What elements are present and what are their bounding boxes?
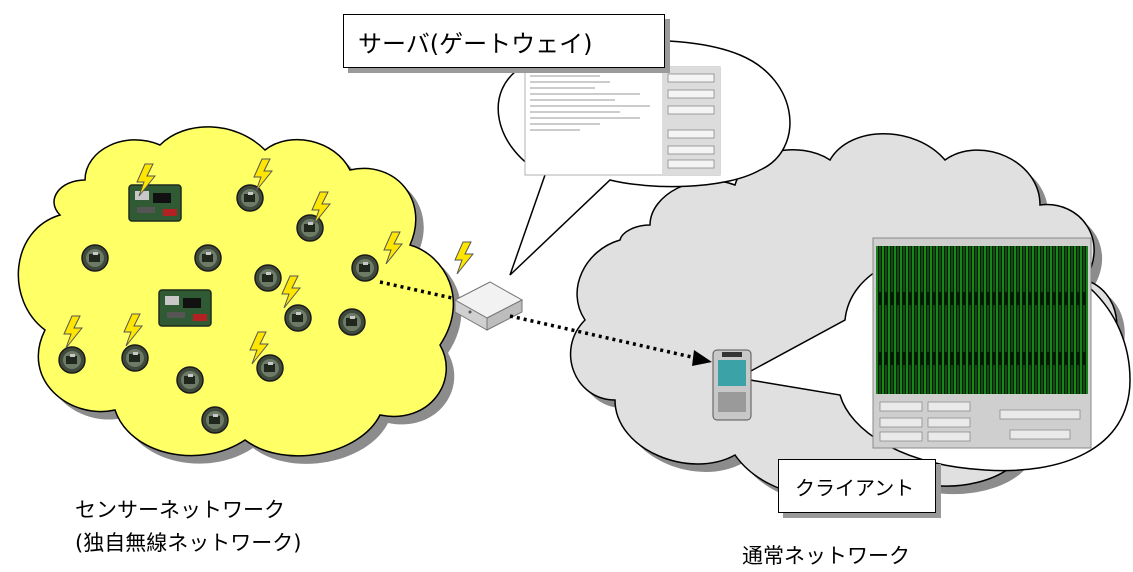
sensor-node: [296, 214, 324, 242]
sensor-node: [194, 244, 222, 272]
sensor-node: [338, 308, 366, 336]
arrow-head: [692, 350, 712, 366]
sensor-board: [158, 289, 212, 327]
pda-device-icon: [712, 349, 752, 421]
sensor-board: [128, 184, 182, 222]
lightning-icon: [454, 241, 474, 275]
sensor-node: [176, 366, 204, 394]
server-label: サーバ(ゲートウェイ): [358, 29, 593, 58]
server-label-box: サーバ(ゲートウェイ): [343, 14, 665, 68]
connection-lines: [379, 280, 712, 366]
sensor-network-label-line1: センサーネットワーク: [75, 498, 285, 522]
sensor-node: [58, 346, 86, 374]
sensor-node: [236, 184, 264, 212]
sensor-network-label: センサーネットワーク (独自無線ネットワーク): [75, 494, 301, 560]
normal-network-label: 通常ネットワーク: [742, 544, 910, 568]
sensor-node: [284, 304, 312, 332]
sensor-node: [256, 354, 284, 382]
sensor-node: [121, 344, 149, 372]
client-label: クライアント: [795, 475, 915, 500]
waveform-display: [876, 246, 1088, 394]
sensor-node: [201, 406, 229, 434]
sensor-node: [351, 254, 379, 282]
client-app-screenshot: [872, 237, 1092, 449]
sensor-network-cloud: [17, 126, 462, 464]
client-label-box: クライアント: [778, 459, 936, 513]
server-app-screenshot: [524, 66, 721, 176]
sensor-node: [254, 264, 282, 292]
sensor-node: [81, 244, 109, 272]
sensor-network-label-line2: (独自無線ネットワーク): [75, 531, 302, 555]
gateway-device-icon: [453, 281, 524, 331]
